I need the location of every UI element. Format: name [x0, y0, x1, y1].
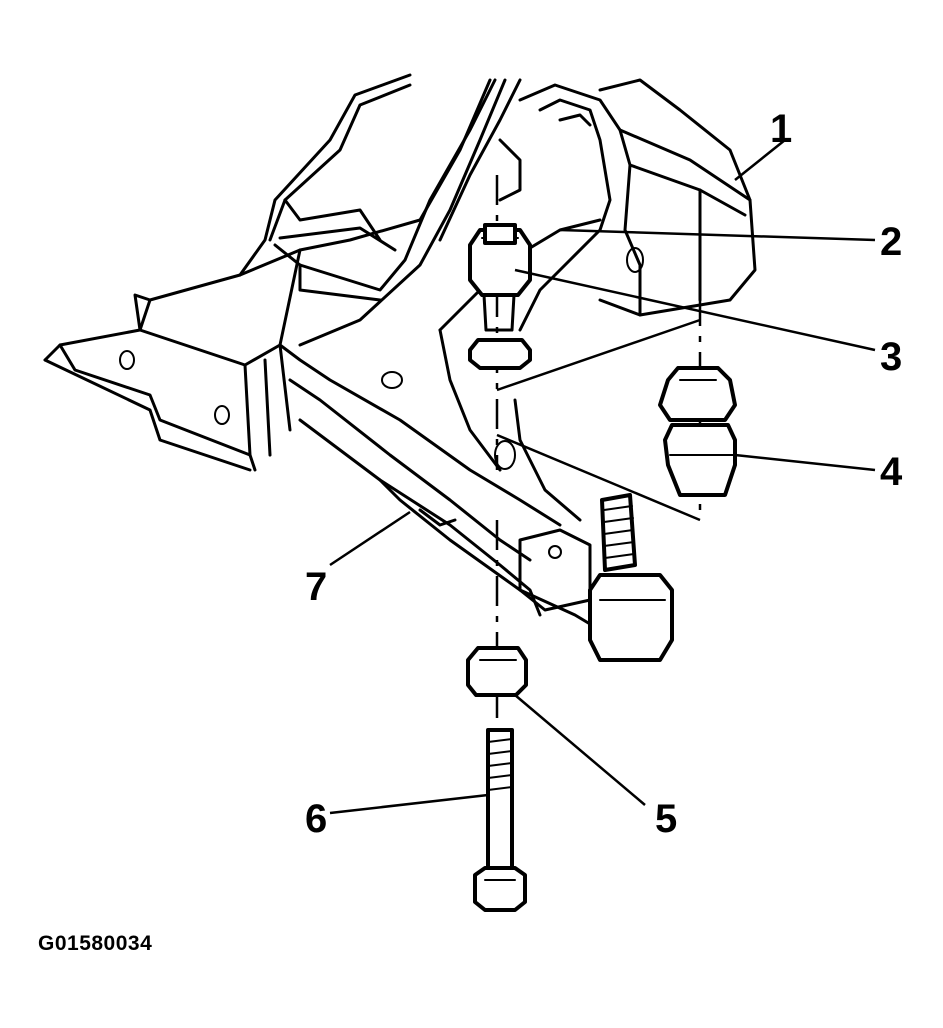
callout-5: 5 — [655, 797, 677, 841]
stacked-bushing — [658, 366, 737, 497]
lower-bushing — [466, 646, 528, 697]
callout-2: 2 — [880, 220, 902, 264]
mounting-bolt — [473, 728, 527, 912]
ball-joint-stud — [588, 493, 674, 662]
lower-control-arm — [278, 218, 602, 632]
frame-rail — [43, 73, 522, 472]
callout-6: 6 — [305, 797, 327, 841]
upper-bushing — [468, 223, 532, 332]
upper-mount-bracket — [498, 78, 757, 332]
callout-7: 7 — [305, 565, 327, 609]
callout-1: 1 — [770, 107, 792, 151]
figure-id-label: G01580034 — [38, 932, 153, 955]
spacer-washer — [468, 338, 532, 370]
leader-lines — [329, 139, 876, 815]
callout-3: 3 — [880, 335, 902, 379]
callout-4: 4 — [880, 450, 903, 494]
